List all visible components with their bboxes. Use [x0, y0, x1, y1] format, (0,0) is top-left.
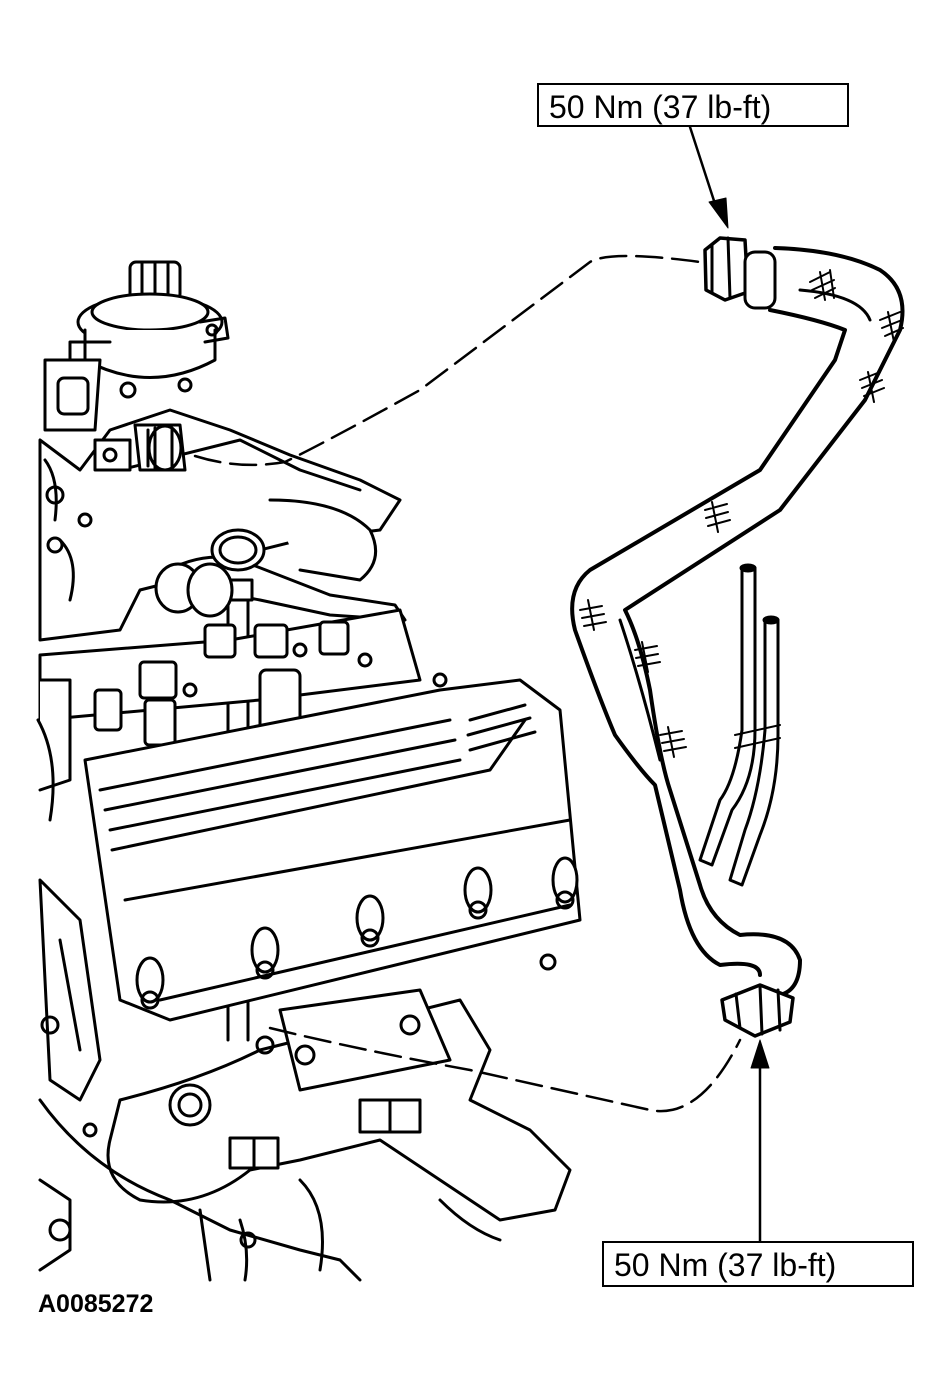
torque-callout-top: 50 Nm (37 lb-ft) — [537, 83, 849, 127]
tube-nut-icon — [703, 236, 795, 1038]
leader-arrow-icon — [688, 125, 770, 1243]
egr-tube-illustration — [193, 246, 905, 1113]
torque-callout-bottom: 50 Nm (37 lb-ft) — [602, 1241, 914, 1287]
figure-id-label: A0085272 — [38, 1290, 154, 1318]
engine-illustration — [36, 260, 582, 1282]
